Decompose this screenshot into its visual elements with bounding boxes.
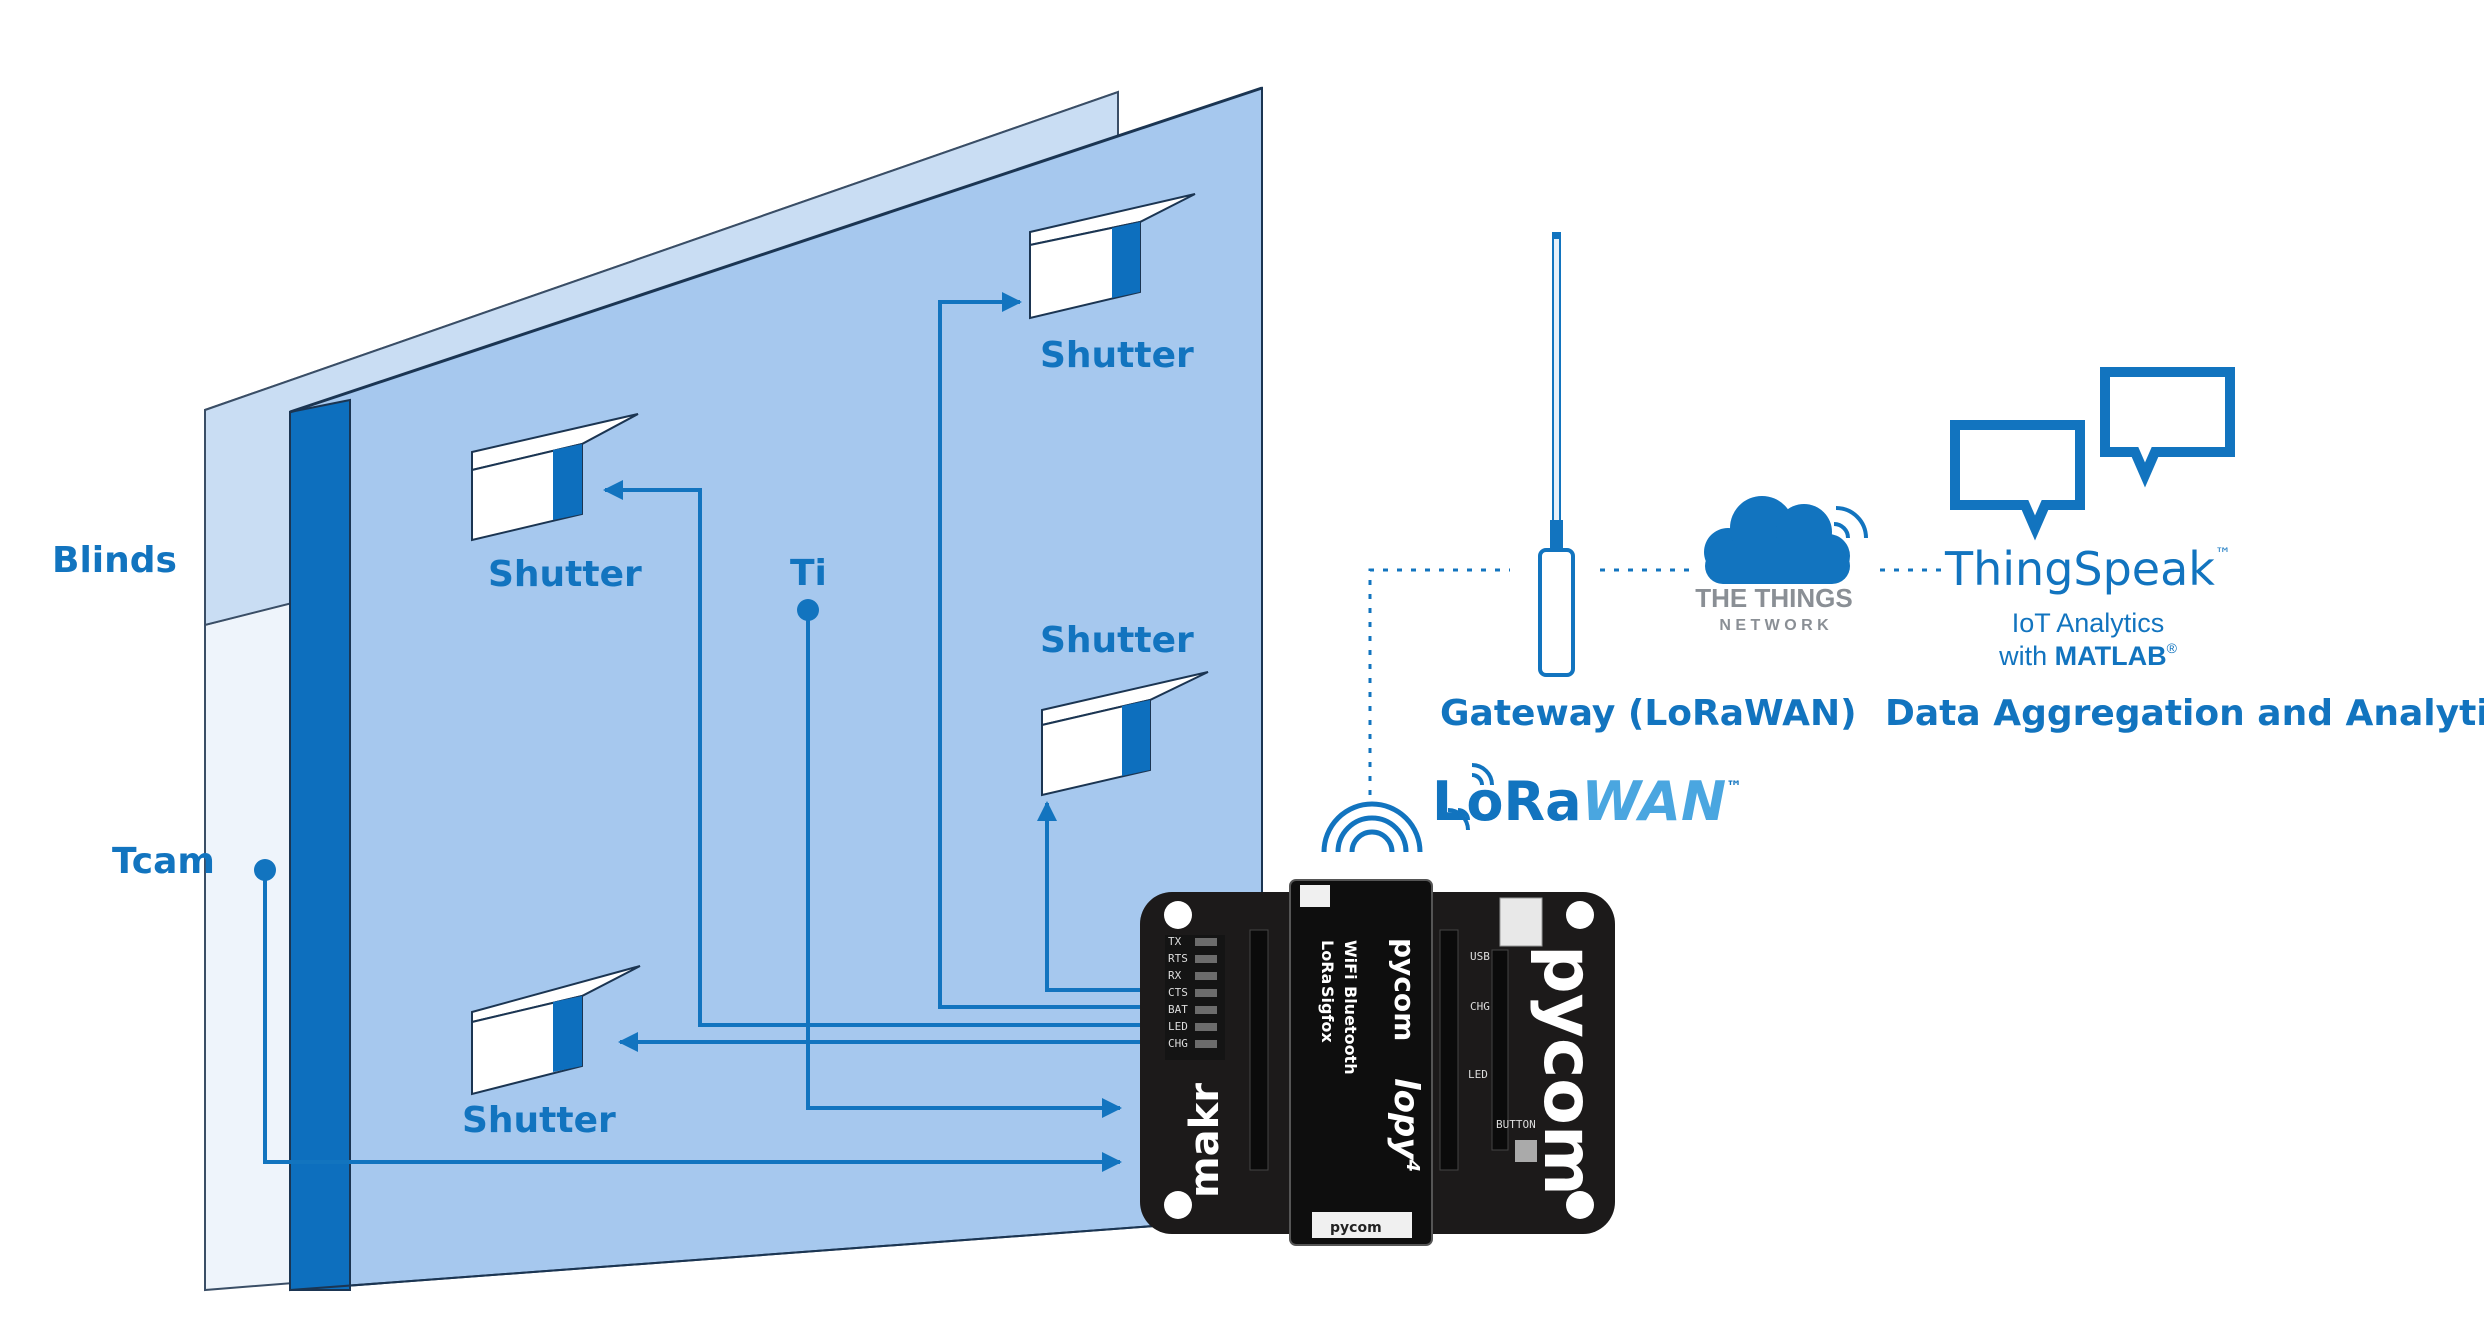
svg-text:USB: USB — [1470, 950, 1490, 963]
board-side-labels: USB CHG LED BUTTON — [1468, 950, 1536, 1131]
board-pin-labels: TX RTS RX CTS BAT LED CHG — [1168, 935, 1188, 1050]
thingspeak-tagline-1: IoT Analytics — [2012, 608, 2165, 638]
svg-text:Sigfox: Sigfox — [1318, 986, 1337, 1043]
board-makr-text: makr — [1182, 1083, 1228, 1198]
module-brand-text: pycom — [1388, 938, 1421, 1041]
cloud-icon — [1704, 496, 1868, 584]
shutter-window-4 — [471, 965, 641, 1096]
board-footer-brand: pycom — [1330, 1220, 1382, 1236]
svg-text:LoRaWAN™: LoRaWAN™ — [1432, 770, 1742, 833]
svg-text:TX: TX — [1168, 935, 1182, 948]
line-shutter-3 — [1037, 801, 1170, 992]
svg-text:RX: RX — [1168, 969, 1182, 982]
ttn-title: THE THINGS — [1695, 583, 1852, 613]
board-brand-text: pycom — [1528, 945, 1607, 1196]
ti-label: Ti — [790, 553, 827, 594]
svg-text:Bluetooth: Bluetooth — [1341, 986, 1360, 1075]
shutter-label-4: Shutter — [462, 1100, 616, 1141]
gateway-label: Gateway (LoRaWAN) — [1440, 693, 1857, 734]
gateway-antenna-icon — [1538, 232, 1575, 677]
svg-text:CHG: CHG — [1470, 1000, 1490, 1013]
lorawan-logo: LoRaWAN™ — [1432, 763, 1742, 833]
line-shutter-1 — [938, 292, 1170, 1009]
svg-text:RTS: RTS — [1168, 952, 1188, 965]
ttn-subtitle: N E T W O R K — [1719, 617, 1829, 634]
pycom-expansion-board: TX RTS RX CTS BAT LED CHG USB CHG — [1140, 879, 1615, 1246]
analytics-label: Data Aggregation and Analytics — [1885, 693, 2484, 734]
svg-text:BUTTON: BUTTON — [1496, 1118, 1536, 1131]
tcam-sensor-dot — [254, 859, 276, 881]
connection-lines — [263, 292, 1170, 1172]
line-ti — [806, 610, 1122, 1118]
svg-text:LoRa: LoRa — [1318, 940, 1337, 984]
line-shutter-2 — [603, 480, 1170, 1027]
svg-text:CHG: CHG — [1168, 1037, 1188, 1050]
shutter-window-2 — [471, 413, 639, 542]
line-tcam — [263, 870, 1122, 1172]
thingspeak-tagline-2: with MATLAB® — [1998, 640, 2178, 671]
svg-text:BAT: BAT — [1168, 1003, 1188, 1016]
blinds-label: Blinds — [52, 540, 177, 581]
shutter-window-3 — [1041, 671, 1209, 797]
shutter-label-3: Shutter — [1040, 620, 1194, 661]
building-wall — [289, 86, 1263, 1292]
svg-text:CTS: CTS — [1168, 986, 1188, 999]
shutter-window-1 — [1029, 193, 1196, 320]
thingspeak-name: ThingSpeak™ — [1944, 542, 2231, 596]
module-name-text: lopy4 — [1386, 1078, 1426, 1172]
svg-text:WiFi: WiFi — [1341, 940, 1360, 980]
ti-sensor-dot — [797, 599, 819, 621]
radio-links — [1368, 568, 1945, 795]
tcam-label: Tcam — [112, 841, 215, 882]
svg-text:LED: LED — [1168, 1020, 1188, 1033]
radio-signal-icon — [1321, 801, 1423, 853]
chat-bubbles-icon — [1950, 367, 2235, 541]
svg-text:LED: LED — [1468, 1068, 1488, 1081]
shutter-label-1: Shutter — [1040, 335, 1194, 376]
shutter-label-2: Shutter — [488, 554, 642, 595]
